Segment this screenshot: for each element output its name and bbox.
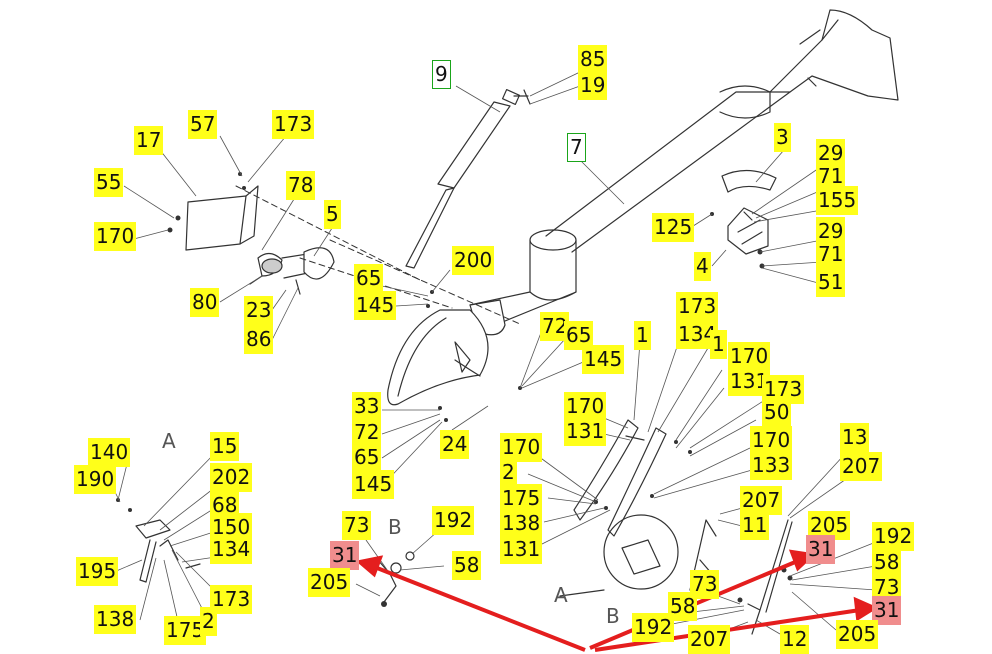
hardware-dots (116, 172, 793, 607)
callout-173: 173 (272, 110, 315, 139)
callout-2-b: 2 (200, 607, 217, 636)
callout-31-b: 31 (806, 535, 836, 564)
callout-86: 86 (244, 325, 274, 354)
callout-133: 133 (750, 451, 793, 480)
callout-175: 175 (500, 484, 543, 513)
callout-58-c: 58 (668, 592, 698, 621)
detail-circle-a (559, 514, 717, 597)
callout-55: 55 (94, 168, 124, 197)
callout-65: 65 (354, 264, 384, 293)
liner-strips (573, 419, 667, 537)
auger-assembly (185, 185, 335, 295)
callout-51: 51 (816, 268, 846, 297)
callout-71-b: 71 (816, 240, 846, 269)
callout-138-b: 138 (94, 605, 137, 634)
callout-200: 200 (452, 246, 495, 275)
callout-65-c: 65 (352, 443, 382, 472)
callout-1: 1 (634, 321, 651, 350)
callout-78: 78 (286, 171, 316, 200)
callout-145-c: 145 (352, 470, 395, 499)
callout-192-b: 192 (872, 522, 915, 551)
callout-173-c: 173 (762, 375, 805, 404)
callout-170-b: 170 (728, 342, 771, 371)
callout-145: 145 (354, 291, 397, 320)
view-label-a: A (162, 429, 176, 453)
callout-190: 190 (74, 465, 117, 494)
callout-140: 140 (88, 438, 131, 467)
callout-17: 17 (134, 126, 164, 155)
callout-207-b: 207 (740, 486, 783, 515)
callout-13: 13 (840, 423, 870, 452)
view-label-a-detail: A (554, 583, 568, 607)
callout-11: 11 (740, 511, 770, 540)
callout-12: 12 (780, 625, 810, 654)
callout-202: 202 (210, 463, 253, 492)
callout-173-d: 173 (210, 585, 253, 614)
callout-7: 7 (567, 133, 586, 162)
tube-spout (387, 309, 489, 406)
callout-207: 207 (840, 452, 883, 481)
callout-31: 31 (330, 541, 360, 570)
callout-170-c: 170 (564, 392, 607, 421)
callout-138: 138 (500, 509, 543, 538)
callout-192: 192 (432, 506, 475, 535)
callout-57: 57 (188, 110, 218, 139)
callout-15: 15 (210, 432, 240, 461)
callout-170-e: 170 (500, 433, 543, 462)
callout-58-b: 58 (872, 548, 902, 577)
hydraulic-cylinder (405, 88, 531, 269)
callout-205: 205 (308, 568, 351, 597)
callout-131-c: 131 (500, 535, 543, 564)
callout-175-b: 175 (164, 616, 207, 645)
callout-24: 24 (440, 430, 470, 459)
callout-85: 85 (578, 45, 608, 74)
callout-3: 3 (774, 123, 791, 152)
callout-33: 33 (352, 392, 382, 421)
callout-2: 2 (500, 458, 517, 487)
callout-155: 155 (816, 186, 859, 215)
detail-b-fasteners (377, 551, 415, 603)
bracket-assembly (721, 169, 777, 255)
callout-145-b: 145 (582, 345, 625, 374)
callout-1-b: 1 (710, 330, 727, 359)
callout-9: 9 (432, 60, 451, 89)
callout-173-b: 173 (676, 292, 719, 321)
callout-23: 23 (244, 296, 274, 325)
callout-80: 80 (190, 288, 220, 317)
callout-73: 73 (342, 511, 372, 540)
callout-4: 4 (694, 252, 711, 281)
callout-205-c: 205 (836, 620, 879, 649)
callout-19: 19 (578, 71, 608, 100)
callout-131-b: 131 (564, 417, 607, 446)
callout-192-c: 192 (632, 613, 675, 642)
callout-207-c: 207 (688, 625, 731, 654)
detail-a-left (135, 519, 201, 583)
callout-50: 50 (762, 398, 792, 427)
callout-5: 5 (324, 200, 341, 229)
callout-170-d: 170 (750, 426, 793, 455)
callout-195: 195 (76, 557, 119, 586)
view-label-b-detail: B (606, 604, 620, 628)
callout-170: 170 (94, 222, 137, 251)
callout-134-b: 134 (210, 535, 253, 564)
view-label-b: B (388, 515, 402, 539)
callout-125: 125 (652, 213, 695, 242)
callout-72-b: 72 (352, 418, 382, 447)
callout-58: 58 (452, 551, 482, 580)
